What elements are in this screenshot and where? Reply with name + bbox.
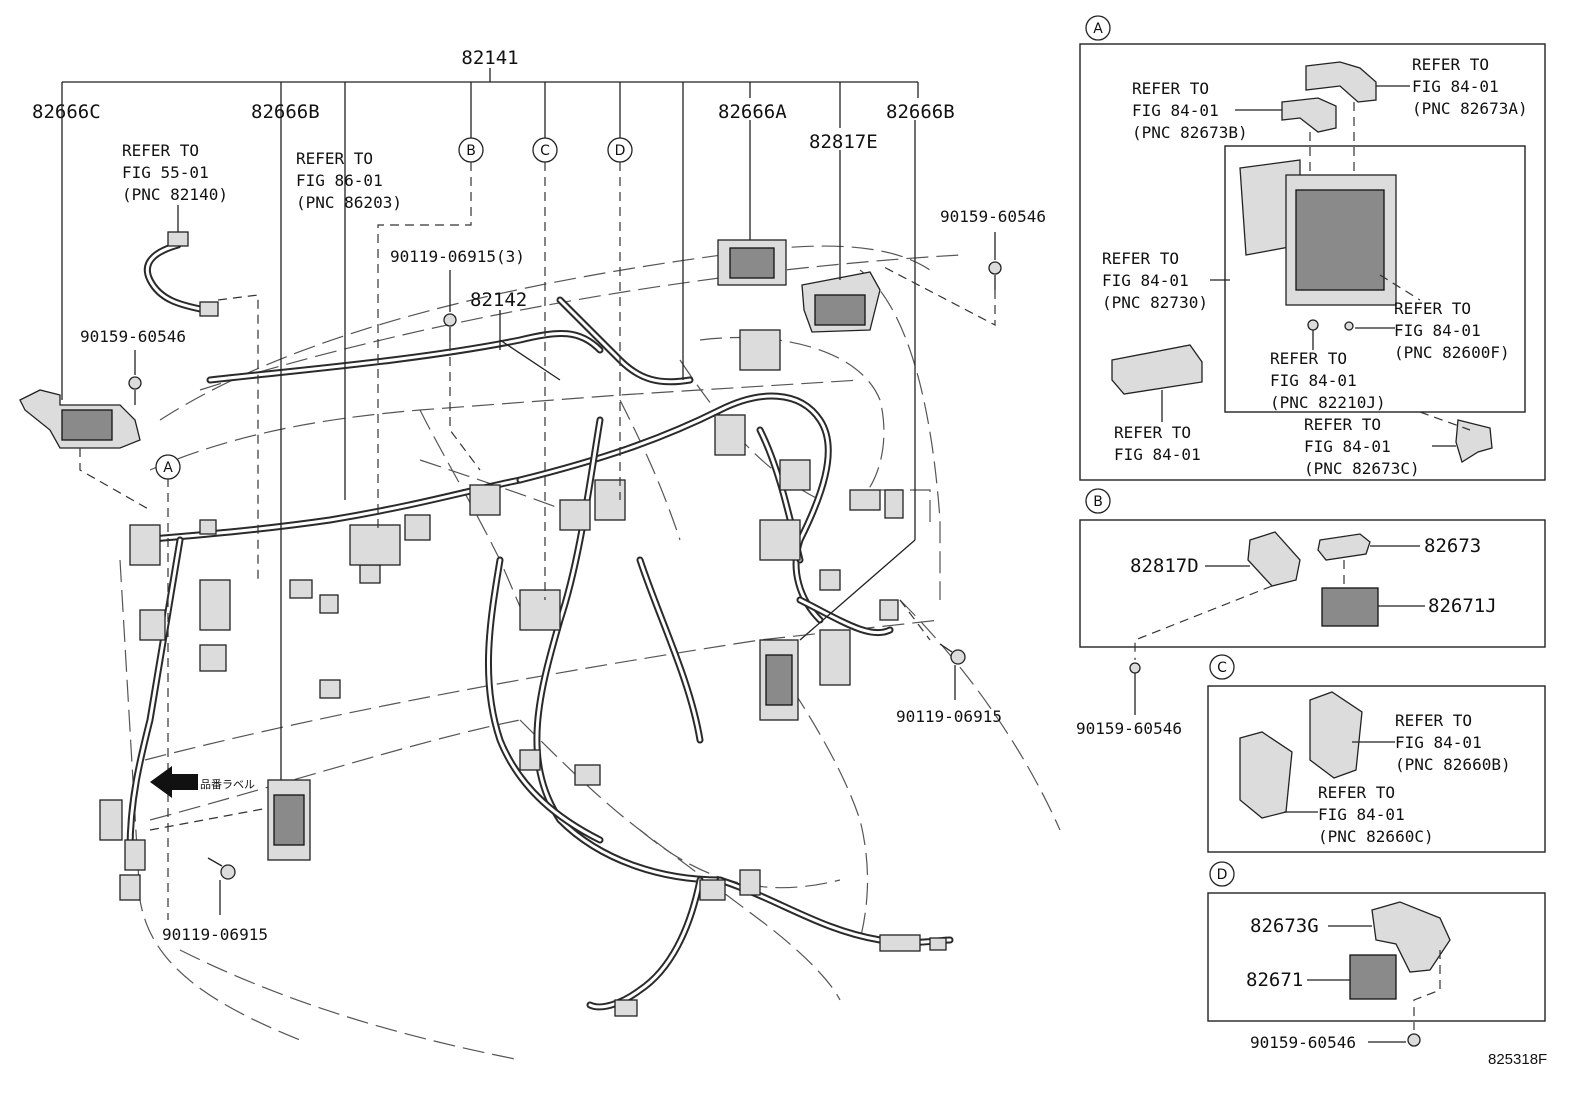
- label-82673g: 82673G: [1250, 915, 1319, 937]
- ref-82210j-line1: REFER TO: [1270, 349, 1347, 368]
- label-bolt-detail-d: 90159-60546: [1250, 1033, 1356, 1052]
- label-bolt-lower-left: 90119-06915: [162, 925, 268, 944]
- ref-82673c-line1: REFER TO: [1304, 415, 1381, 434]
- ref-82660b-line3: (PNC 82660B): [1395, 755, 1511, 774]
- ref-fig55-line2: FIG 55-01: [122, 163, 209, 182]
- label-82666a: 82666A: [718, 101, 787, 123]
- dashed-reference-lines: [79, 162, 996, 920]
- pigtail-harness-82140: [144, 231, 219, 317]
- label-82141: 82141: [461, 47, 518, 69]
- detail-d-panel: D 82673G 82671 90159-60546: [1207, 861, 1546, 1052]
- ref-fig86-line3: (PNC 86203): [296, 193, 402, 212]
- relay-block-82666b-left: [267, 779, 311, 861]
- callout-c-main: C: [532, 137, 558, 163]
- label-82666c: 82666C: [32, 101, 101, 123]
- ref-82210j-line2: FIG 84-01: [1270, 371, 1357, 390]
- detail-a-panel: A REFER TO FIG 84-01 (PNC 82673A) REFER …: [1079, 15, 1546, 481]
- ref-82673b-line2: FIG 84-01: [1132, 101, 1219, 120]
- ref-82673b-line1: REFER TO: [1132, 79, 1209, 98]
- part-number-label-jp: 品番ラベル: [200, 778, 255, 791]
- connectors: [99, 329, 947, 1017]
- svg-text:D: D: [615, 143, 626, 159]
- detail-c-id: C: [1217, 660, 1227, 676]
- ref-82660b-line1: REFER TO: [1395, 711, 1472, 730]
- label-bolt-detail-b: 90159-60546: [1076, 719, 1182, 738]
- detail-a-id: A: [1093, 21, 1103, 37]
- bolts: [128, 261, 1002, 880]
- relay-block-82666b-right: [759, 629, 851, 721]
- relay-block-82666a: [717, 239, 787, 286]
- label-bolt-center: 90119-06915(3): [390, 247, 525, 266]
- label-82666b-left: 82666B: [251, 101, 320, 123]
- label-bolt-top-right: 90159-60546: [940, 207, 1046, 226]
- ref-82730-line2: FIG 84-01: [1102, 271, 1189, 290]
- detail-c-panel: C REFER TO FIG 84-01 (PNC 82660B) REFER …: [1207, 654, 1546, 853]
- ref-fig86-line2: FIG 86-01: [296, 171, 383, 190]
- ref-82600f-line1: REFER TO: [1394, 299, 1471, 318]
- label-82673: 82673: [1424, 535, 1481, 557]
- detail-b-panel: B 82817D 82673 82671J 90159-60546: [1076, 488, 1546, 738]
- ref-82730-line1: REFER TO: [1102, 249, 1179, 268]
- detail-b-id: B: [1093, 494, 1103, 510]
- leader-lines: [61, 68, 996, 915]
- svg-text:B: B: [466, 143, 476, 159]
- ref-82673b-line3: (PNC 82673B): [1132, 123, 1248, 142]
- ref-82210j-line3: (PNC 82210J): [1270, 393, 1386, 412]
- ref-82673a-line1: REFER TO: [1412, 55, 1489, 74]
- relay-block-82666c: [19, 389, 141, 449]
- ref-82600f-line2: FIG 84-01: [1394, 321, 1481, 340]
- svg-text:C: C: [540, 143, 550, 159]
- ref-fig55-line1: REFER TO: [122, 141, 199, 160]
- label-82671: 82671: [1246, 969, 1303, 991]
- ref-82673c-line3: (PNC 82673C): [1304, 459, 1420, 478]
- ref-82730-line3: (PNC 82730): [1102, 293, 1208, 312]
- ref-82673a-line3: (PNC 82673A): [1412, 99, 1528, 118]
- main-wire-harness: [126, 296, 954, 1011]
- callout-b-main: B: [458, 137, 484, 163]
- ref-plain-line2: FIG 84-01: [1114, 445, 1201, 464]
- ref-fig86-line1: REFER TO: [296, 149, 373, 168]
- detail-d-id: D: [1217, 867, 1228, 883]
- label-bolt-lower-right: 90119-06915: [896, 707, 1002, 726]
- ref-82660b-line2: FIG 84-01: [1395, 733, 1482, 752]
- ref-82673a-line2: FIG 84-01: [1412, 77, 1499, 96]
- label-82142: 82142: [470, 289, 527, 311]
- label-82671j: 82671J: [1428, 595, 1497, 617]
- bracket-82817e: [801, 271, 881, 333]
- sub-wire-harness: [206, 329, 604, 384]
- ref-plain-line1: REFER TO: [1114, 423, 1191, 442]
- callout-a-main: A: [155, 454, 181, 480]
- ref-82660c-line3: (PNC 82660C): [1318, 827, 1434, 846]
- label-82817e: 82817E: [809, 131, 878, 153]
- label-82817d: 82817D: [1130, 555, 1199, 577]
- part-label-arrow-icon: 品番ラベル: [150, 766, 255, 798]
- callout-d-main: D: [607, 137, 633, 163]
- drawing-number: 825318F: [1488, 1051, 1547, 1068]
- ref-82673c-line2: FIG 84-01: [1304, 437, 1391, 456]
- label-82666b-right: 82666B: [886, 101, 955, 123]
- ref-fig55-line3: (PNC 82140): [122, 185, 228, 204]
- label-bolt-left: 90159-60546: [80, 327, 186, 346]
- svg-text:A: A: [163, 460, 173, 476]
- ref-82660c-line2: FIG 84-01: [1318, 805, 1405, 824]
- ref-82600f-line3: (PNC 82600F): [1394, 343, 1510, 362]
- ref-82660c-line1: REFER TO: [1318, 783, 1395, 802]
- main-labels: 82141 82666C 82666B 82666A 82666B 82817E…: [32, 47, 1046, 944]
